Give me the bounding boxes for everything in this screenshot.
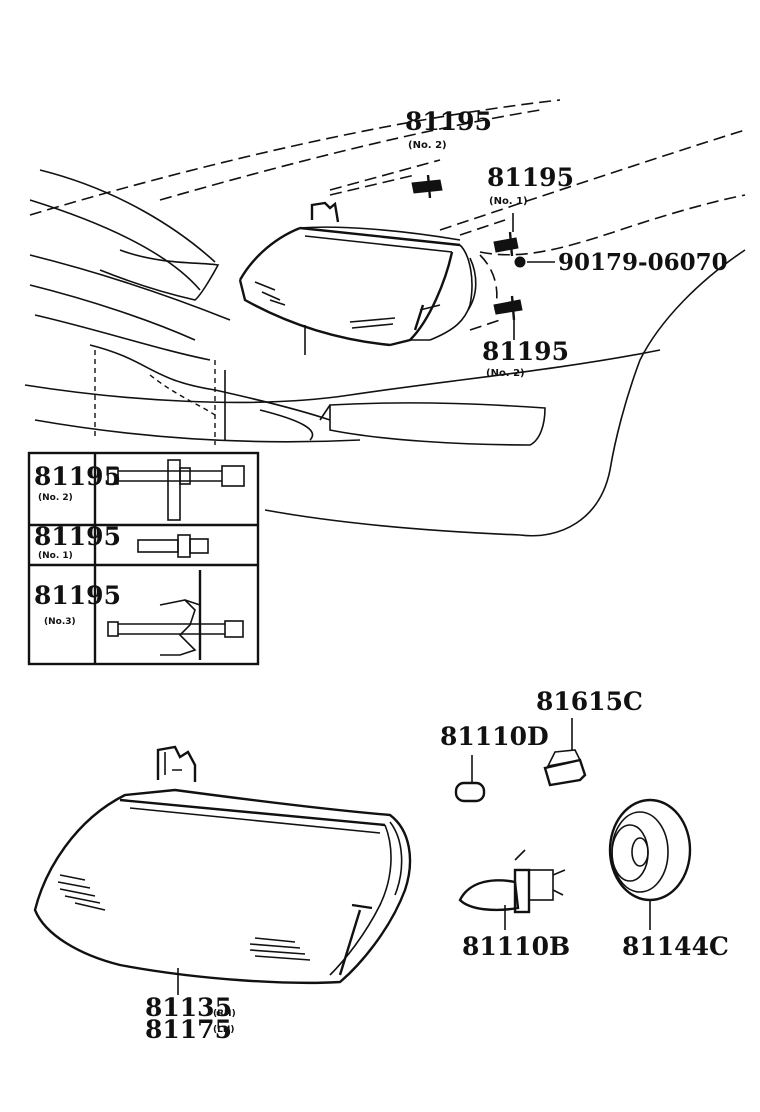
svg-text:81175: 81175 — [145, 1015, 232, 1044]
clip-legend-table: 81195 (No. 2) 81195 (No. 1) 81195 (No.3) — [27, 451, 260, 666]
label-cover: 81144C — [622, 932, 729, 961]
label-nut: 90179-06070 — [558, 249, 728, 276]
label-clip-bottom-no2: 81195 (No. 2) — [482, 337, 569, 379]
svg-text:81195: 81195 — [34, 522, 121, 551]
svg-text:81135: 81135 — [145, 993, 232, 1022]
label-bulb-small: 81110D — [440, 722, 549, 751]
label-headlamp-rh: 81135 (RH) — [145, 993, 236, 1022]
lamp-cover — [608, 798, 692, 930]
svg-text:81195: 81195 — [487, 163, 574, 192]
svg-text:90179-06070: 90179-06070 — [558, 249, 728, 276]
legend-row-no2: 81195 (No. 2) — [34, 459, 245, 521]
headlamp-bulb — [458, 849, 566, 930]
label-clip-top-no2: 81195 (No. 2) — [405, 107, 492, 151]
svg-text:(LH): (LH) — [213, 1025, 235, 1035]
svg-text:81195: 81195 — [34, 581, 121, 610]
label-clip-right-no1: 81195 (No. 1) — [487, 163, 574, 207]
svg-text:(No. 1): (No. 1) — [38, 551, 73, 561]
svg-text:81195: 81195 — [482, 337, 569, 366]
svg-text:(No. 2): (No. 2) — [408, 140, 447, 151]
svg-text:(RH): (RH) — [213, 1009, 236, 1019]
legend-row-no3: 81195 (No.3) — [34, 570, 244, 660]
headlamp-unit — [33, 745, 412, 995]
car-body-outline — [24, 99, 746, 537]
svg-text:81195: 81195 — [405, 107, 492, 136]
label-headlamp-bulb: 81110B — [462, 932, 570, 961]
socket — [543, 718, 587, 787]
svg-text:(No. 2): (No. 2) — [38, 493, 73, 503]
label-headlamp-lh: 81175 (LH) — [145, 1015, 235, 1044]
svg-text:(No.3): (No.3) — [44, 617, 76, 627]
label-socket: 81615C — [536, 687, 643, 716]
small-bulb — [454, 755, 486, 803]
svg-text:(No. 2): (No. 2) — [486, 368, 525, 379]
svg-text:(No. 1): (No. 1) — [489, 196, 528, 207]
legend-row-no1: 81195 (No. 1) — [34, 522, 209, 561]
svg-text:81195: 81195 — [34, 462, 121, 491]
